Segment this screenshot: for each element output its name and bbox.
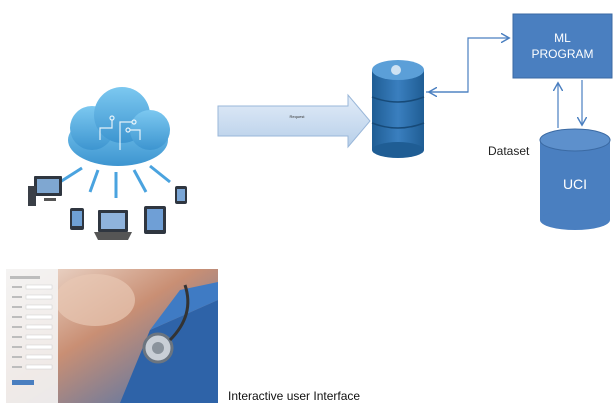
ml-uci-connector (558, 80, 582, 128)
mobile-phone-icon (175, 186, 187, 204)
cloud-computing-icon (28, 87, 187, 240)
form-panel (6, 269, 58, 403)
database-icon (371, 60, 425, 158)
interactive-user-interface-label: Interactive user Interface (228, 389, 361, 403)
uci-label: UCI (562, 176, 588, 192)
request-arrow-label: Request (289, 114, 305, 119)
cloud-icon (68, 87, 170, 166)
smartphone-icon (70, 208, 84, 230)
database-ml-connector (426, 38, 508, 92)
ml-program-box (512, 13, 613, 79)
tablet-icon (144, 206, 166, 234)
laptop-icon (94, 210, 132, 240)
dataset-label: Dataset (488, 144, 530, 158)
request-arrow (217, 93, 371, 149)
ml-program-label: ML PROGRAM (531, 31, 594, 61)
stethoscope-interface-image (6, 269, 218, 403)
uci-database-icon (539, 128, 611, 230)
connection-arrows-icon (59, 164, 171, 198)
stethoscope-icon (142, 284, 190, 364)
desktop-computer-icon (28, 176, 62, 206)
database-logo-icon (391, 65, 401, 75)
